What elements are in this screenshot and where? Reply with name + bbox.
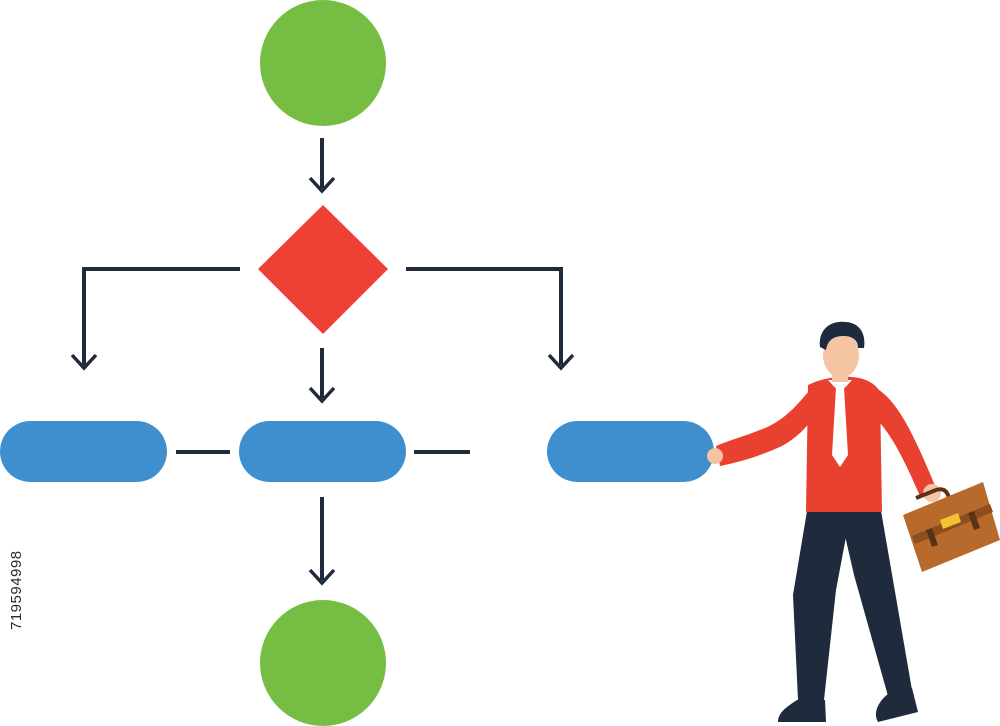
end-node (260, 600, 386, 726)
connectors (70, 138, 575, 586)
briefcase-strap-left (926, 528, 938, 547)
businessman-with-briefcase-icon (707, 321, 1000, 722)
arm-front (716, 388, 822, 466)
shoe-back (875, 688, 918, 722)
arm-back (864, 385, 936, 496)
trouser-leg-back (838, 505, 912, 696)
collar (828, 380, 852, 393)
decision-node (258, 205, 388, 334)
briefcase-icon (903, 482, 1000, 572)
briefcase-clasp (940, 513, 961, 529)
arrowhead-center-end (308, 568, 336, 586)
briefcase-strap-right (968, 511, 980, 530)
edge-decision-right (406, 267, 563, 365)
briefcase-handle (915, 487, 954, 504)
face (823, 332, 859, 378)
arrowhead-decision-center (308, 386, 336, 404)
process-node-center (239, 421, 406, 482)
hair (819, 321, 865, 350)
arrowhead-decision-left (70, 353, 98, 371)
tie (832, 388, 848, 467)
hand-front (707, 448, 723, 464)
process-node-left (0, 421, 167, 482)
start-node (260, 0, 386, 126)
arrowhead-start-decision (308, 176, 336, 194)
process-node-right (547, 421, 714, 482)
edge-decision-left (82, 267, 240, 365)
stock-id-watermark: 719594998 (8, 550, 25, 630)
shoe-front (778, 700, 826, 722)
trouser-leg-front (793, 505, 852, 700)
arrowhead-decision-right (547, 353, 575, 371)
